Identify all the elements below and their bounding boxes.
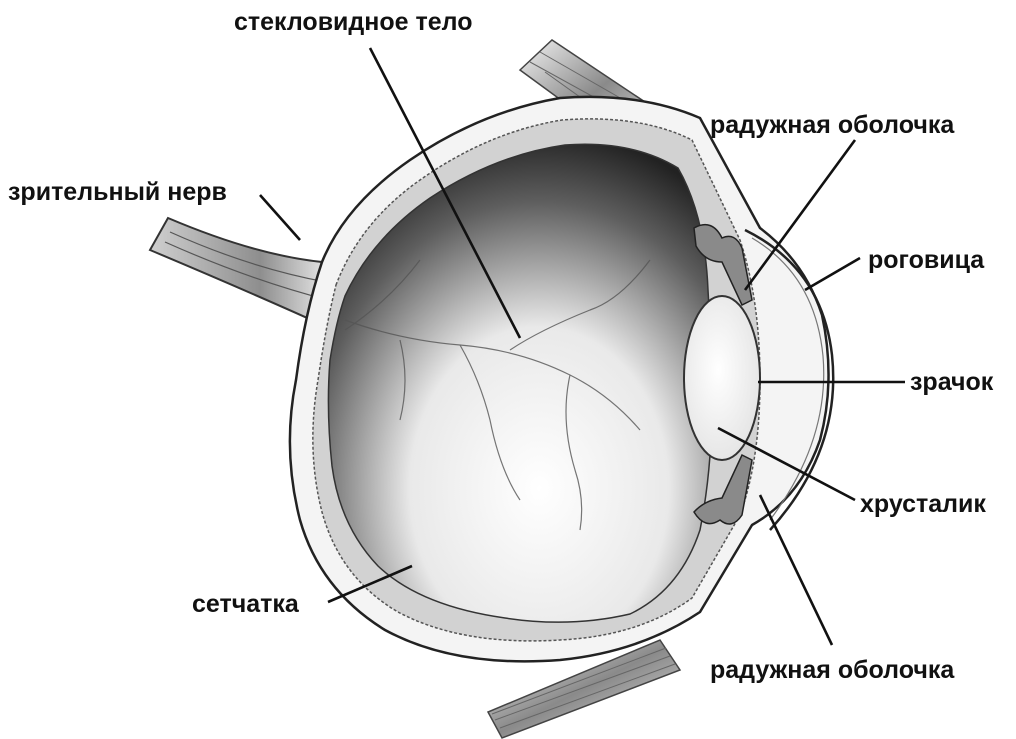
leader-iris-bottom [760,495,832,645]
leader-cornea [805,258,860,290]
lens-shape [684,296,760,460]
label-retina: сетчатка [192,590,300,618]
label-iris-bottom: радужная оболочка [710,656,955,684]
label-lens: хрусталик [860,490,986,518]
label-pupil: зрачок [910,368,994,396]
label-optic-nerve: зрительный нерв [8,178,227,206]
optic-nerve-shape [150,218,334,330]
leader-optic-nerve [260,195,300,240]
label-vitreous-body: стекловидное тело [234,8,473,36]
label-iris-top: радужная оболочка [710,111,955,139]
label-cornea: роговица [868,246,985,274]
